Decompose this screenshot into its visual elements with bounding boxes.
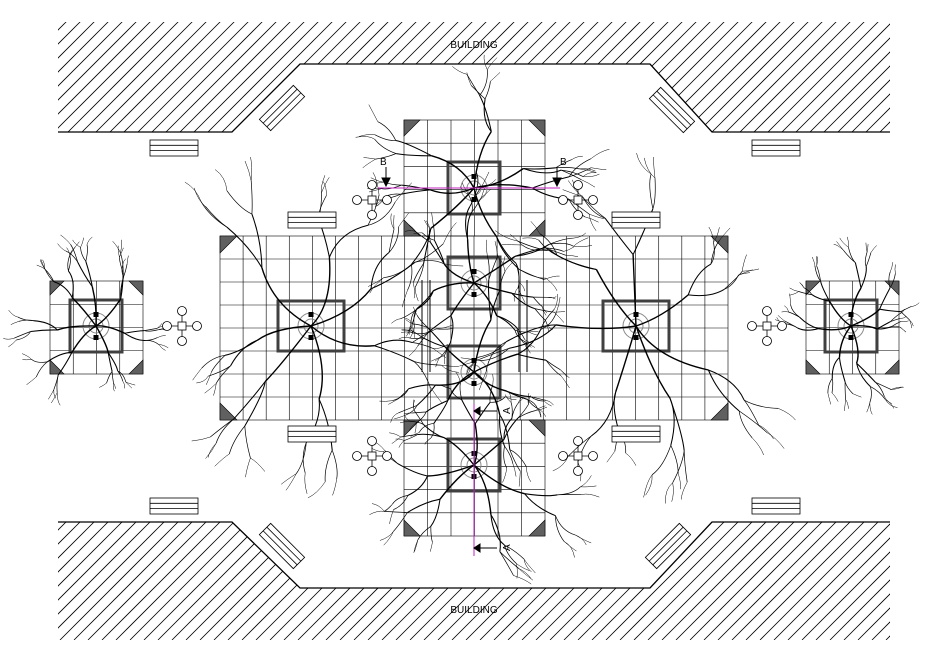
planter-west-large (276, 299, 346, 353)
tree-north (355, 54, 610, 308)
bench-se (751, 497, 801, 515)
bench-east-upper (611, 211, 661, 229)
bench-sw (149, 497, 199, 515)
light-east (747, 306, 787, 346)
bench-west-lower (287, 425, 337, 443)
bench-ne (751, 139, 801, 157)
section-b-left-label: B (380, 157, 387, 168)
bench-diagonal-sw (258, 522, 306, 570)
bench-diagonal-ne (648, 86, 696, 134)
tree-centre-upper (391, 171, 593, 368)
tree-east-large (459, 153, 796, 504)
section-a-lower-label: A (502, 544, 513, 551)
paving-grid-east (805, 280, 900, 375)
section-b-right-label: B (560, 157, 567, 168)
corner-marks-east (805, 280, 900, 375)
section-arrow-icons (381, 167, 562, 553)
bench-diagonal-nw (258, 84, 306, 132)
building-top-outline (58, 63, 890, 133)
corner-marks-central (219, 235, 729, 421)
light-ne (558, 180, 598, 220)
building-top-label: BUILDING (450, 40, 497, 51)
bench-nw (149, 139, 199, 157)
light-se (558, 436, 598, 476)
tree-south (369, 372, 600, 585)
building-bottom-hatch (58, 522, 890, 640)
light-fixtures (162, 180, 787, 476)
light-west (162, 306, 202, 346)
bench-west-upper (287, 211, 337, 229)
tree-east-small (775, 236, 920, 415)
corner-marks-west (49, 280, 144, 375)
building-bottom-label: BUILDING (450, 605, 497, 616)
benches (149, 84, 801, 570)
section-a-upper-label: A (502, 407, 513, 414)
paving-corner-marks (49, 119, 900, 537)
bench-east-lower (611, 425, 661, 443)
light-sw (352, 436, 392, 476)
paving-grid-west (49, 280, 144, 375)
light-nw (352, 180, 392, 220)
section-lines (378, 187, 560, 556)
building-bottom-outline (58, 521, 890, 589)
tree-west-small (3, 234, 169, 406)
corner-marks-north (403, 119, 546, 237)
building-top-hatch (58, 22, 890, 132)
bench-diagonal-se (644, 522, 692, 570)
